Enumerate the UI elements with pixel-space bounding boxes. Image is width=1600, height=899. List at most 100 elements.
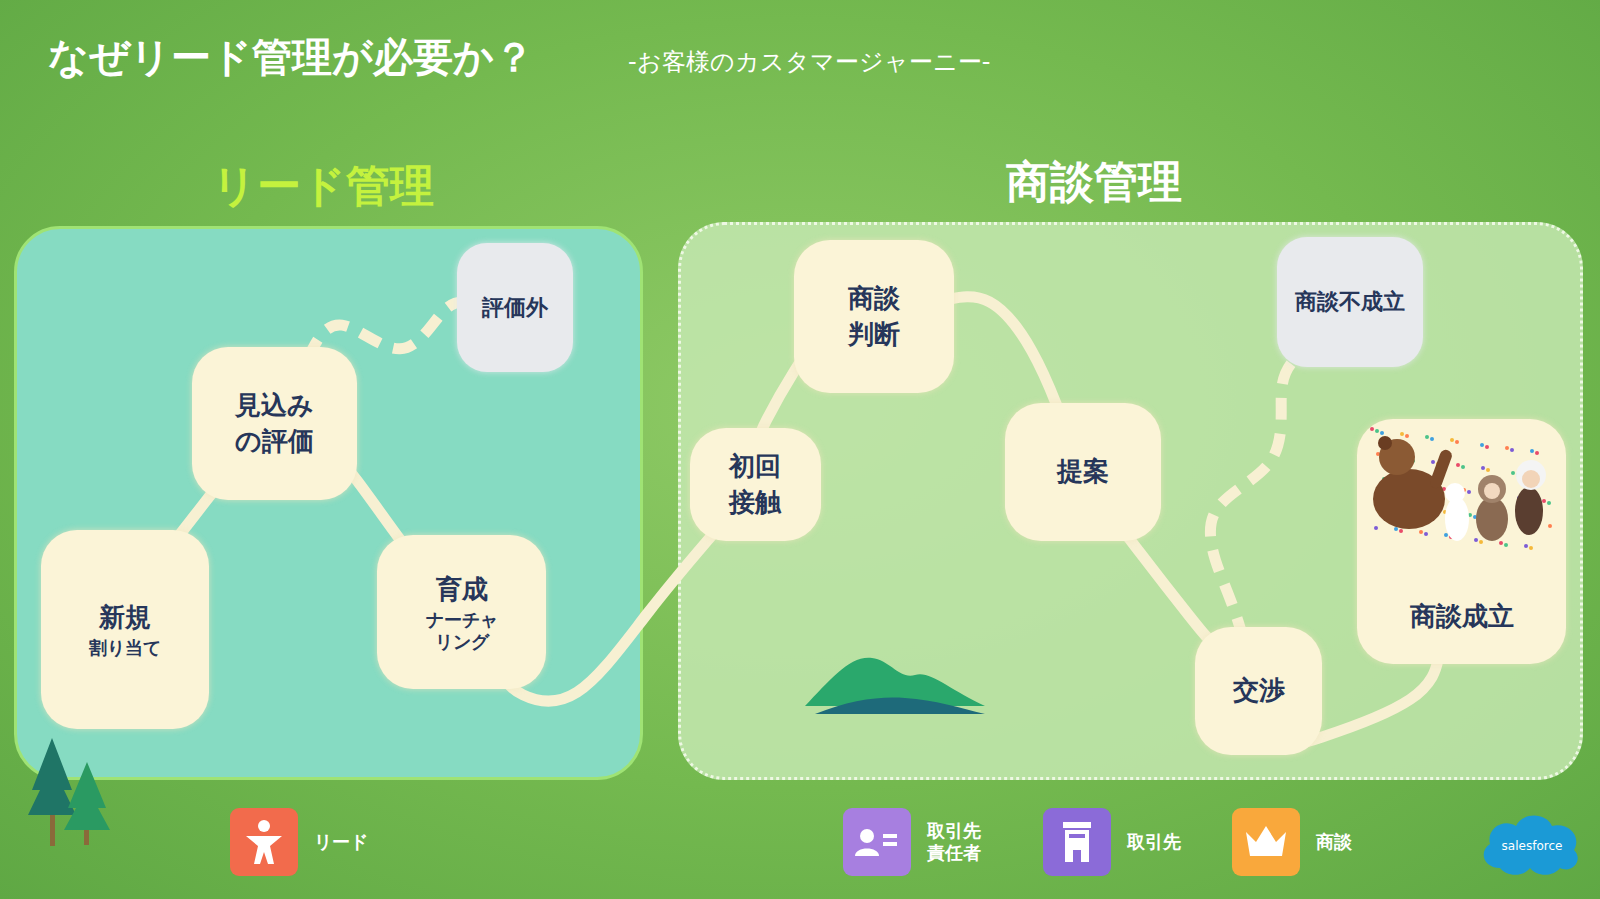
- dashed-path: [307, 302, 469, 359]
- box-content: 交渉: [1233, 673, 1285, 708]
- box-content: 新規割り当て: [89, 600, 161, 659]
- journey-path: [345, 467, 406, 547]
- confetti: [1529, 546, 1533, 550]
- legend-glyph: [230, 808, 298, 876]
- confetti: [1479, 540, 1483, 544]
- bear-arm: [1429, 448, 1454, 490]
- stage-name: 見込み の評価: [232, 388, 318, 458]
- stage-name: 商談不成立: [1295, 287, 1405, 317]
- confetti: [1505, 446, 1509, 450]
- characters: [1373, 436, 1546, 541]
- legend-icon: [1232, 808, 1300, 876]
- stage-name: 評価外: [482, 293, 548, 323]
- mountains: [805, 658, 985, 714]
- confetti: [1461, 465, 1465, 469]
- legend-icon: [230, 808, 298, 876]
- confetti: [1450, 438, 1454, 442]
- confetti: [1444, 533, 1448, 537]
- legend-entry: 商談: [1232, 808, 1352, 876]
- box-content: 見込み の評価: [232, 388, 318, 458]
- legend-label: 商談: [1316, 831, 1352, 854]
- confetti: [1480, 443, 1484, 447]
- confetti: [1455, 440, 1459, 444]
- journey-path: [1298, 652, 1439, 743]
- confetti: [1511, 471, 1515, 475]
- box-content: 提案: [1057, 454, 1109, 489]
- stage-box-muted: 評価外: [457, 243, 573, 372]
- confetti: [1375, 429, 1379, 433]
- legend-icon: [843, 808, 911, 876]
- stage-box: 見込み の評価: [192, 347, 357, 500]
- stage-box-muted: 商談不成立: [1277, 237, 1423, 367]
- confetti: [1394, 527, 1398, 531]
- stage-region: リード管理新規割り当て見込み の評価評価外育成ナーチャ リング: [14, 226, 643, 780]
- confetti: [1405, 434, 1409, 438]
- astro-face: [1484, 483, 1500, 499]
- mountain: [815, 698, 985, 714]
- stage-name: 商談成立: [1410, 599, 1514, 634]
- tree-trunk: [50, 790, 55, 846]
- subtitle: -お客様のカスタマージャーニー-: [628, 46, 990, 78]
- einstein-body: [1515, 487, 1543, 535]
- dashed-path: [1210, 355, 1299, 639]
- legend-label: リード: [314, 831, 368, 854]
- trees: [28, 738, 110, 846]
- legend-label: 取引先 責任者: [927, 820, 988, 865]
- journey-path: [160, 470, 230, 560]
- confetti: [1504, 543, 1508, 547]
- stage-box: 商談成立: [1357, 419, 1566, 664]
- stage-box: 交渉: [1195, 627, 1322, 755]
- stage-name: 新規: [99, 600, 151, 635]
- stage-name: 交渉: [1233, 673, 1285, 708]
- salesforce-cloud: [1484, 816, 1578, 875]
- box-content: 評価外: [482, 293, 548, 323]
- legend-icon: [1043, 808, 1111, 876]
- bear-ear: [1378, 436, 1392, 450]
- legend-entry: 取引先 責任者: [843, 808, 988, 876]
- confetti: [1456, 463, 1460, 467]
- astro-body: [1476, 497, 1508, 541]
- confetti: [1425, 435, 1429, 439]
- cloud-logo: [1484, 816, 1578, 875]
- stage-box: 初回 接触: [690, 428, 821, 541]
- stage-box: 育成ナーチャ リング: [377, 535, 546, 689]
- tree: [64, 762, 110, 830]
- stage-subtitle: ナーチャ リング: [422, 609, 501, 652]
- tree: [28, 738, 76, 815]
- confetti: [1548, 524, 1552, 528]
- stage-box: 商談 判断: [794, 240, 954, 393]
- stage-name: 初回 接触: [713, 449, 799, 519]
- legend-glyph: [1043, 808, 1111, 876]
- box-content: 育成ナーチャ リング: [422, 572, 501, 652]
- box-content: 商談成立: [1410, 599, 1514, 664]
- confetti: [1481, 466, 1485, 470]
- confetti: [1499, 541, 1503, 545]
- stage-box: 提案: [1005, 403, 1161, 541]
- legend-glyph: [1232, 808, 1300, 876]
- confetti: [1380, 431, 1384, 435]
- confetti: [1374, 526, 1378, 530]
- journey-path: [759, 356, 806, 440]
- legend-entry: 取引先: [1043, 808, 1181, 876]
- box-content: 初回 接触: [713, 449, 799, 519]
- confetti: [1424, 532, 1428, 536]
- astro-head: [1478, 475, 1506, 503]
- confetti: [1486, 468, 1490, 472]
- stage-name: 育成: [436, 572, 488, 607]
- confetti: [1431, 460, 1435, 464]
- stage-name: 商談 判断: [831, 281, 917, 351]
- region-heading: リード管理: [212, 157, 434, 216]
- confetti: [1547, 501, 1551, 505]
- stage-name: 提案: [1057, 454, 1109, 489]
- confetti: [1430, 437, 1434, 441]
- legend-glyph: [843, 808, 911, 876]
- stage-box: 新規割り当て: [41, 530, 209, 729]
- stage-region: 商談管理初回 接触商談 判断提案交渉商談不成立商談成立: [678, 222, 1583, 780]
- einstein-hair: [1516, 460, 1546, 490]
- confetti: [1524, 544, 1528, 548]
- confetti: [1419, 530, 1423, 534]
- mountain: [805, 658, 985, 706]
- legend-label: 取引先: [1127, 831, 1181, 854]
- journey-path: [503, 529, 717, 701]
